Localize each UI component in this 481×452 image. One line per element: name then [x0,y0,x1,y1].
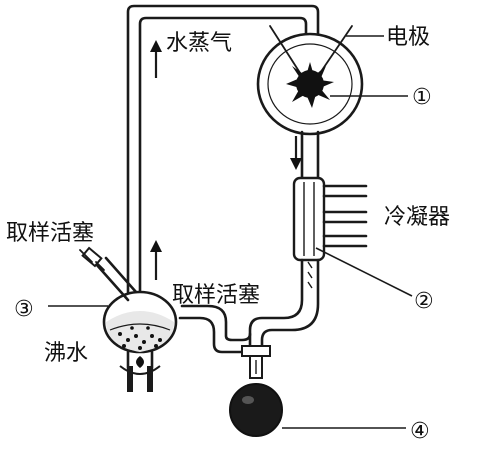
electrode-right [317,25,353,77]
label-sampling-valve-middle: 取样活塞 [172,283,260,308]
tubing-loop [126,4,320,294]
arrow-down-icon [290,136,302,170]
collection-flask [229,383,283,437]
leader-lines [48,35,413,429]
flow-arrows [150,40,302,280]
marker-2: ② [414,289,434,314]
boiling-flask [102,290,178,392]
marker-4: ④ [410,419,430,444]
marker-1: ① [412,85,432,110]
label-steam: 水蒸气 [166,31,232,56]
spark-flask [256,25,364,136]
sampling-valve-middle [241,345,271,379]
arrow-up-top-icon [150,40,162,78]
arrow-up-lower-icon [150,240,162,280]
condenser-section [248,130,368,348]
marker-3: ③ [14,297,34,322]
label-boiling-water: 沸水 [44,341,88,366]
label-sampling-valve-left: 取样活塞 [6,221,94,246]
label-electrode: 电极 [386,25,430,50]
label-condenser: 冷凝器 [384,205,450,230]
electrode-left [269,25,303,77]
sampling-valve-left [79,246,138,302]
spark-burst-icon [286,62,334,108]
u-trap-tube [178,304,252,354]
